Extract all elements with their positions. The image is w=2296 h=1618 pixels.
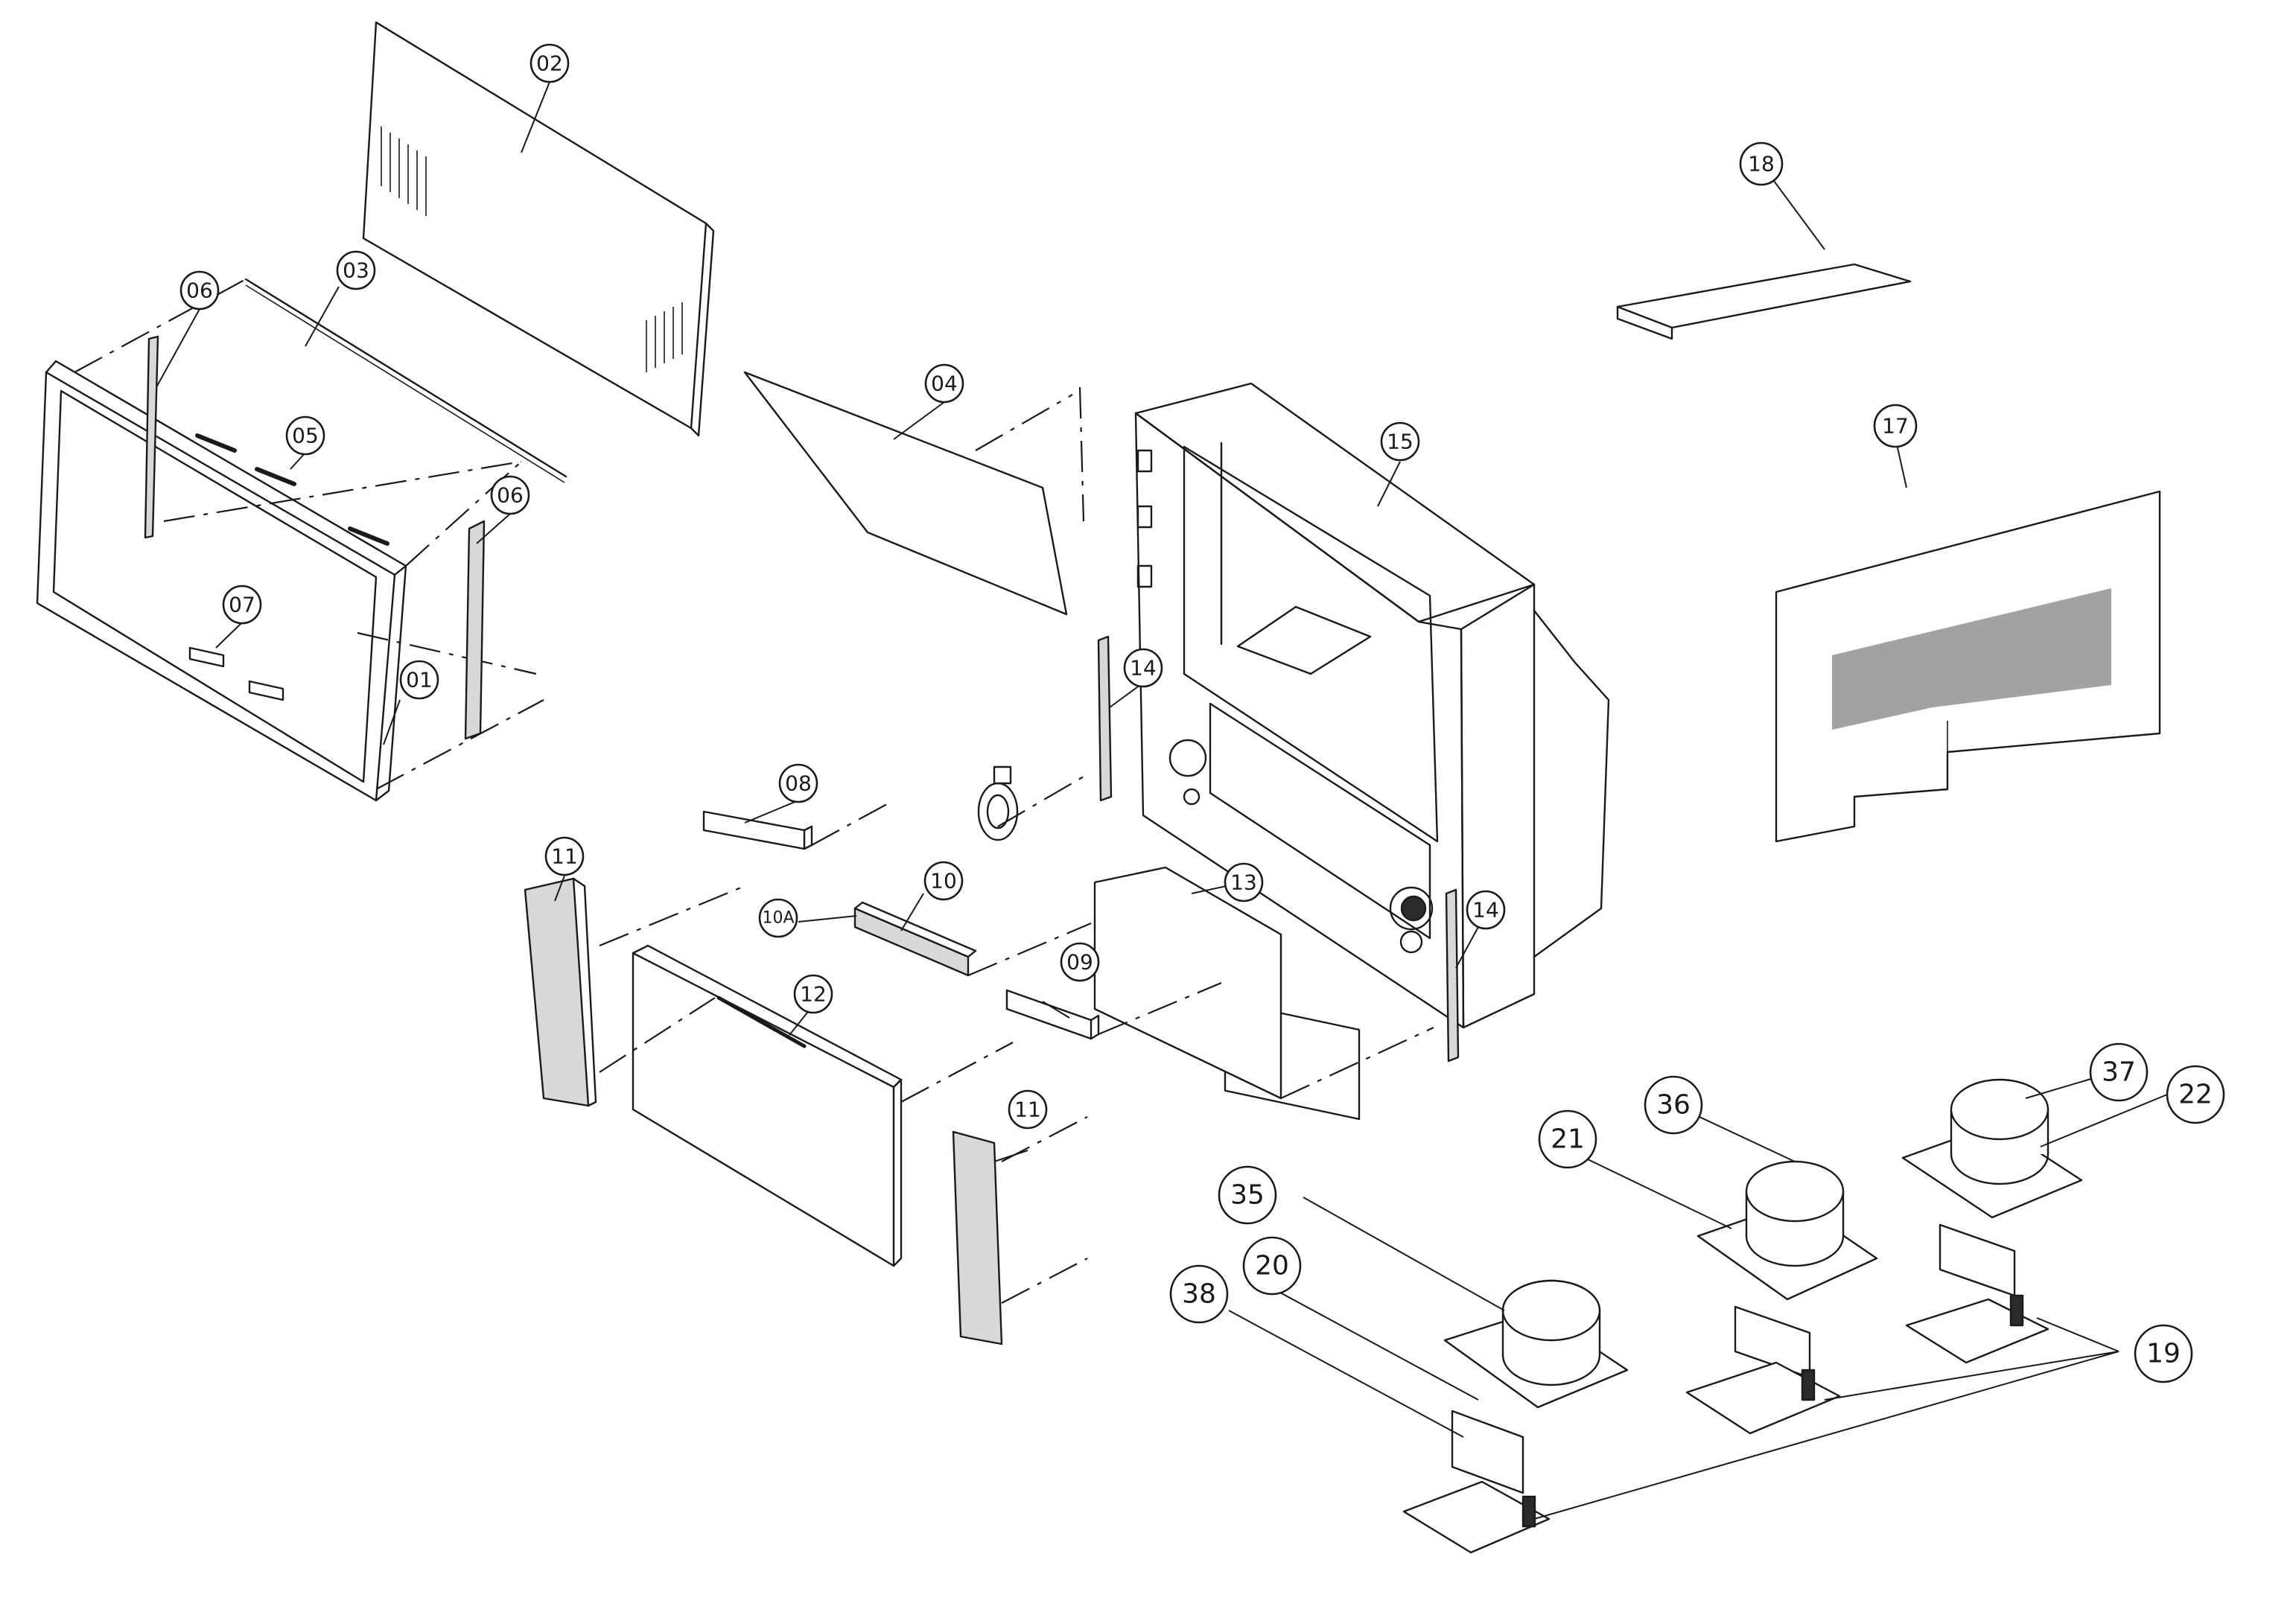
svg-text:37: 37 bbox=[2102, 1057, 2136, 1088]
svg-text:08: 08 bbox=[785, 771, 812, 796]
callout-10a: 10A bbox=[758, 898, 798, 938]
svg-text:05: 05 bbox=[292, 424, 319, 448]
callout-18: 18 bbox=[1739, 141, 1784, 186]
speaker-unit bbox=[977, 765, 1019, 841]
callout-36: 36 bbox=[1644, 1075, 1703, 1135]
svg-text:18: 18 bbox=[1748, 152, 1775, 176]
callout-14-left: 14 bbox=[1123, 648, 1163, 688]
callout-21: 21 bbox=[1538, 1109, 1597, 1169]
callout-10: 10 bbox=[923, 861, 964, 901]
part-11-side-cover-left bbox=[524, 877, 597, 1107]
crt-assembly-22 bbox=[1901, 1078, 2083, 1364]
svg-text:38: 38 bbox=[1182, 1279, 1216, 1310]
part-screen-sheet bbox=[743, 371, 1085, 616]
crt-assembly-21 bbox=[1685, 1160, 1878, 1435]
svg-text:02: 02 bbox=[536, 51, 563, 76]
callout-11-left: 11 bbox=[544, 836, 585, 876]
svg-text:11: 11 bbox=[551, 844, 578, 869]
svg-text:06: 06 bbox=[497, 483, 524, 508]
callout-13: 13 bbox=[1224, 862, 1264, 902]
part-13-panel bbox=[1093, 866, 1282, 1100]
svg-text:09: 09 bbox=[1066, 950, 1093, 975]
callout-22: 22 bbox=[2166, 1065, 2225, 1124]
part-10-bar bbox=[853, 901, 977, 977]
svg-text:10: 10 bbox=[930, 869, 957, 894]
svg-text:14: 14 bbox=[1472, 898, 1499, 923]
callout-08: 08 bbox=[778, 763, 818, 803]
callout-04: 04 bbox=[924, 363, 964, 404]
callout-07: 07 bbox=[222, 585, 262, 625]
callout-20: 20 bbox=[1242, 1236, 1302, 1296]
part-front-bezel bbox=[36, 278, 567, 802]
callout-15: 15 bbox=[1380, 421, 1420, 462]
leader-lines bbox=[156, 81, 2168, 1520]
callout-37: 37 bbox=[2089, 1042, 2149, 1102]
part-12-front-cover bbox=[632, 944, 903, 1267]
svg-text:20: 20 bbox=[1255, 1251, 1289, 1281]
svg-text:21: 21 bbox=[1551, 1124, 1585, 1155]
callout-17: 17 bbox=[1873, 404, 1918, 448]
svg-text:22: 22 bbox=[2178, 1080, 2213, 1110]
svg-text:03: 03 bbox=[343, 258, 369, 283]
callout-05: 05 bbox=[285, 415, 325, 456]
callout-35: 35 bbox=[1218, 1165, 1277, 1225]
part-top-cover bbox=[1616, 263, 1912, 340]
svg-text:19: 19 bbox=[2146, 1339, 2181, 1369]
svg-text:15: 15 bbox=[1387, 430, 1413, 454]
callout-38: 38 bbox=[1169, 1264, 1229, 1324]
svg-text:10A: 10A bbox=[762, 909, 794, 928]
callout-06-right: 06 bbox=[490, 475, 530, 515]
svg-text:01: 01 bbox=[406, 668, 433, 692]
part-back-panel bbox=[362, 21, 715, 437]
svg-text:12: 12 bbox=[800, 982, 827, 1007]
callout-19: 19 bbox=[2134, 1324, 2193, 1383]
svg-text:04: 04 bbox=[931, 372, 958, 396]
callout-01: 01 bbox=[399, 660, 439, 700]
part-main-cabinet bbox=[1097, 382, 1610, 1121]
svg-text:06: 06 bbox=[186, 278, 213, 303]
part-11-side-cover-right bbox=[952, 1130, 1003, 1345]
part-rear-perforated-panel bbox=[1775, 490, 2161, 843]
callout-03: 03 bbox=[336, 250, 376, 290]
callout-02: 02 bbox=[530, 43, 570, 83]
svg-text:11: 11 bbox=[1014, 1098, 1041, 1122]
callout-09: 09 bbox=[1060, 942, 1100, 982]
svg-text:07: 07 bbox=[229, 593, 255, 617]
crt-assembly-20 bbox=[1402, 1279, 1629, 1554]
svg-text:17: 17 bbox=[1882, 414, 1909, 439]
part-09-bracket bbox=[1005, 989, 1100, 1040]
callout-14-right: 14 bbox=[1466, 890, 1506, 930]
svg-text:36: 36 bbox=[1656, 1090, 1691, 1121]
callout-06-left: 06 bbox=[179, 270, 220, 310]
svg-text:14: 14 bbox=[1130, 656, 1157, 681]
svg-text:35: 35 bbox=[1230, 1180, 1265, 1211]
callout-12: 12 bbox=[793, 974, 833, 1014]
callout-11-right: 11 bbox=[1008, 1089, 1048, 1130]
part-08-bracket bbox=[702, 810, 813, 850]
svg-text:13: 13 bbox=[1230, 870, 1257, 895]
